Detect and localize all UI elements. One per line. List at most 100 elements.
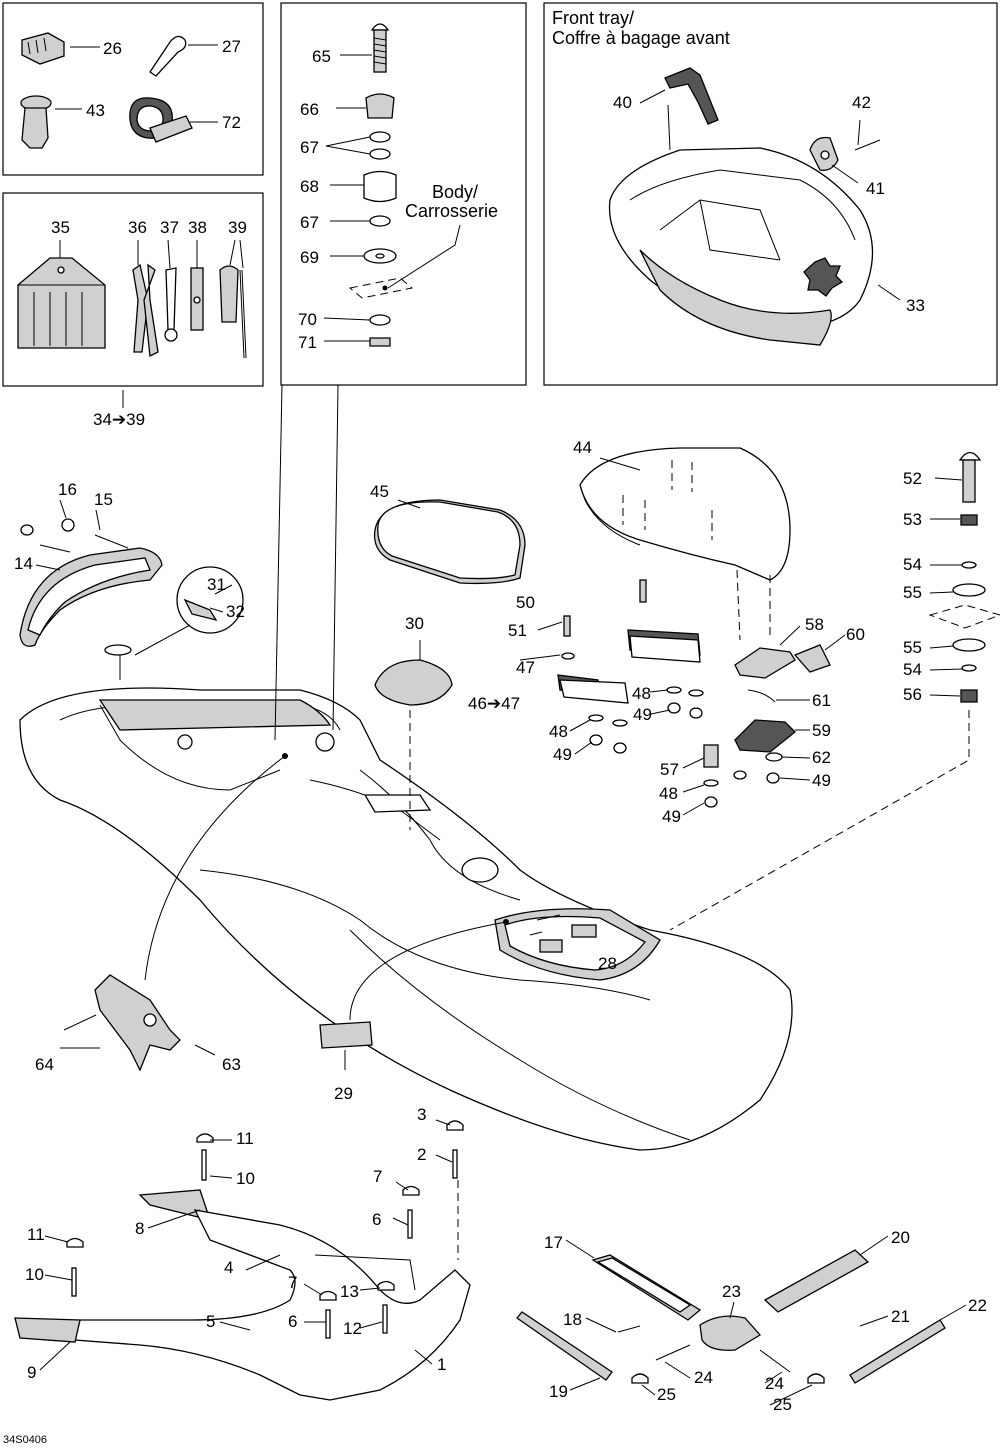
seat-bracket-icon: [557, 629, 701, 704]
grommet-icon: [20, 95, 52, 149]
callout-1: 1: [437, 1355, 446, 1374]
drawing-reference: 34S0406: [3, 1434, 47, 1446]
callout-52: 52: [903, 469, 922, 488]
body-mount-point: [382, 285, 388, 291]
catch-60-icon: [793, 644, 831, 673]
callout-26: 26: [103, 39, 122, 58]
callout-43: 43: [86, 101, 105, 120]
body-panel-outline: [348, 277, 414, 299]
callout-27: 27: [222, 37, 241, 56]
callout-40: 40: [613, 93, 632, 112]
callout-59: 59: [812, 721, 831, 740]
foam-block-icon: [319, 1021, 373, 1049]
callout-39: 39: [228, 218, 247, 237]
callout-6b: 6: [288, 1312, 297, 1331]
inset-box-hardware: [280, 2, 527, 386]
screwdriver-icon: [219, 265, 247, 359]
callout-11a: 11: [236, 1129, 254, 1148]
seat-latch-28-icon: [539, 924, 597, 953]
callout-48b: 48: [632, 684, 651, 703]
callout-29: 29: [334, 1084, 353, 1103]
callout-22: 22: [968, 1296, 987, 1315]
callout-10b: 10: [25, 1265, 44, 1284]
callout-54a: 54: [903, 555, 922, 574]
corner-23-icon: [699, 1315, 762, 1351]
callout-31: 31: [207, 575, 226, 594]
trim-17-icon: [591, 1254, 702, 1321]
callout-48a: 48: [549, 722, 568, 741]
callout-66: 66: [300, 100, 319, 119]
connector-icon: [21, 32, 65, 65]
callout-18: 18: [563, 1310, 582, 1329]
range-label-46-47: 46➔47: [468, 694, 520, 713]
callout-72: 72: [222, 113, 241, 132]
callout-24a: 24: [694, 1368, 713, 1387]
callout-19: 19: [549, 1382, 568, 1401]
callout-49b: 49: [633, 705, 652, 724]
callout-62: 62: [812, 748, 831, 767]
callout-49c: 49: [662, 807, 681, 826]
callout-3: 3: [417, 1105, 426, 1124]
callout-32: 32: [226, 602, 245, 621]
callout-65: 65: [312, 47, 331, 66]
pins-icon: [71, 1149, 458, 1339]
callout-58: 58: [805, 615, 824, 634]
range-label: 34➔39: [93, 410, 145, 429]
callout-69: 69: [300, 248, 319, 267]
latch-base-59-icon: [734, 719, 796, 753]
callout-49d: 49: [812, 771, 831, 790]
tray-strap-icon: [664, 67, 719, 125]
storage-lid-icon: [373, 499, 526, 585]
tool-bag-icon: [17, 257, 106, 349]
body-label-line2: Carrosserie: [405, 201, 498, 221]
latch-58-icon: [734, 647, 796, 679]
callout-51: 51: [508, 621, 527, 640]
seat-icon: [579, 447, 791, 581]
spacer-57-icon: [703, 744, 719, 768]
callout-7a: 7: [373, 1167, 382, 1186]
spacer-icon: [363, 170, 397, 203]
callout-71: 71: [298, 333, 317, 352]
callout-38: 38: [188, 218, 207, 237]
callout-64: 64: [35, 1055, 54, 1074]
trim-19-icon: [516, 1311, 613, 1381]
right-bolt-icon: [958, 451, 982, 503]
callout-49a: 49: [553, 745, 572, 764]
callout-14: 14: [14, 554, 33, 573]
trim-20-icon: [763, 1249, 870, 1313]
cable-tie-icon: [149, 35, 187, 77]
callout-60: 60: [846, 625, 865, 644]
foot-mat-icon: [14, 1189, 471, 1401]
callout-70: 70: [298, 310, 317, 329]
callout-20: 20: [891, 1228, 910, 1247]
callout-61: 61: [812, 691, 831, 710]
callout-17: 17: [544, 1233, 563, 1252]
callout-8: 8: [135, 1219, 144, 1238]
callout-25a: 25: [657, 1385, 676, 1404]
clamp-icon: [129, 97, 193, 143]
inset-box-accessories: [2, 2, 264, 176]
detail-circle-icon: [176, 566, 244, 634]
callout-63: 63: [222, 1055, 241, 1074]
callout-67b: 67: [300, 213, 319, 232]
side-bracket-icon: [94, 974, 181, 1072]
callout-4: 4: [224, 1258, 233, 1277]
body-label-line1: Body/: [432, 182, 478, 202]
callout-12: 12: [343, 1319, 362, 1338]
callout-42: 42: [852, 93, 871, 112]
callout-53: 53: [903, 510, 922, 529]
callout-55b: 55: [903, 638, 922, 657]
large-washer-icon: [363, 248, 397, 264]
rubber-bushing-icon: [365, 93, 395, 119]
callout-37: 37: [160, 218, 179, 237]
callout-56: 56: [903, 685, 922, 704]
callout-7b: 7: [288, 1273, 297, 1292]
hatch-cover-icon: [374, 659, 453, 706]
callout-57: 57: [660, 760, 679, 779]
callout-10a: 10: [236, 1169, 255, 1188]
front-tray-title-line1: Front tray/: [552, 8, 634, 28]
washer-icon: [369, 131, 391, 227]
ring-icon: [104, 644, 132, 656]
callout-6a: 6: [372, 1210, 381, 1229]
